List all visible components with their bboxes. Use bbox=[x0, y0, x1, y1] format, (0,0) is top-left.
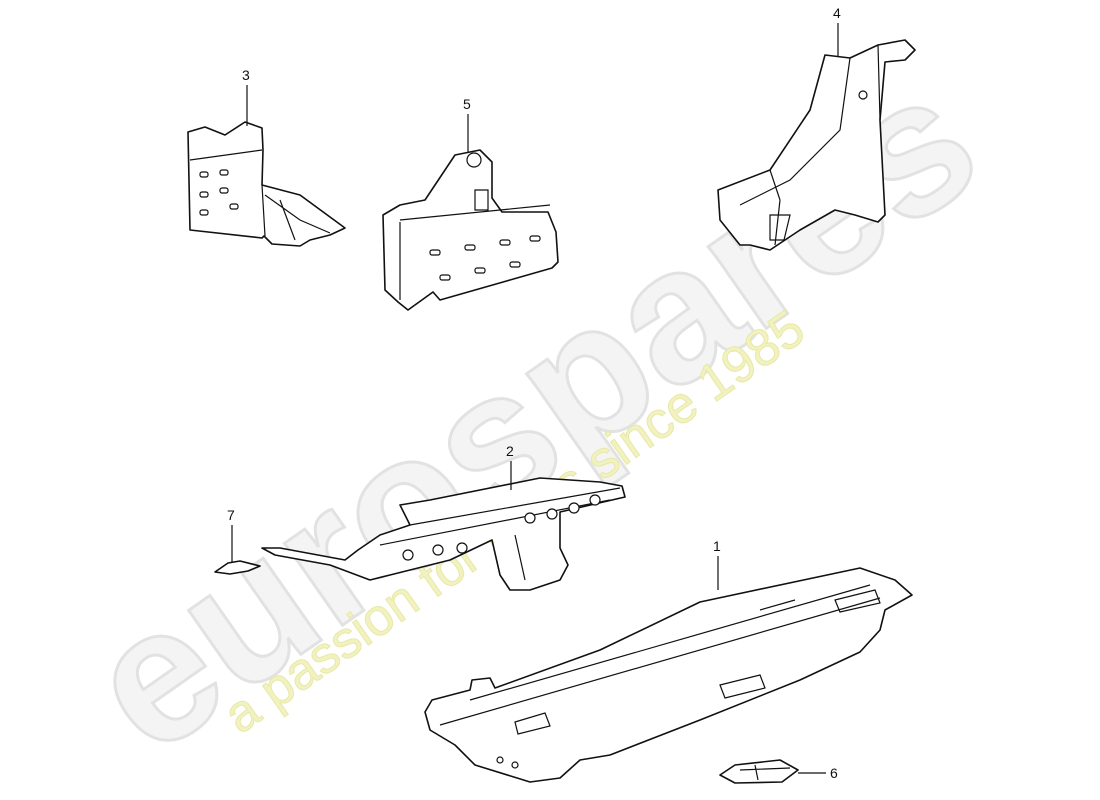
part-7 bbox=[214, 560, 261, 575]
callout-5[interactable]: 5 bbox=[463, 96, 471, 152]
part-2 bbox=[261, 477, 626, 591]
callout-4[interactable]: 4 bbox=[833, 5, 841, 57]
part-5 bbox=[382, 149, 559, 311]
part-4 bbox=[717, 39, 916, 251]
callout-7[interactable]: 7 bbox=[227, 507, 235, 563]
callout-label: 2 bbox=[506, 443, 514, 459]
part-1 bbox=[424, 567, 913, 783]
callout-label: 5 bbox=[463, 96, 471, 112]
callout-label: 6 bbox=[830, 765, 838, 781]
callout-label: 1 bbox=[713, 538, 721, 554]
callout-3[interactable]: 3 bbox=[242, 67, 250, 126]
callout-label: 7 bbox=[227, 507, 235, 523]
callout-label: 3 bbox=[242, 67, 250, 83]
part-6 bbox=[719, 759, 799, 784]
callout-2[interactable]: 2 bbox=[506, 443, 514, 490]
part-3 bbox=[187, 121, 346, 247]
callout-6[interactable]: 6 bbox=[798, 765, 838, 781]
callout-1[interactable]: 1 bbox=[713, 538, 721, 590]
callout-label: 4 bbox=[833, 5, 841, 21]
